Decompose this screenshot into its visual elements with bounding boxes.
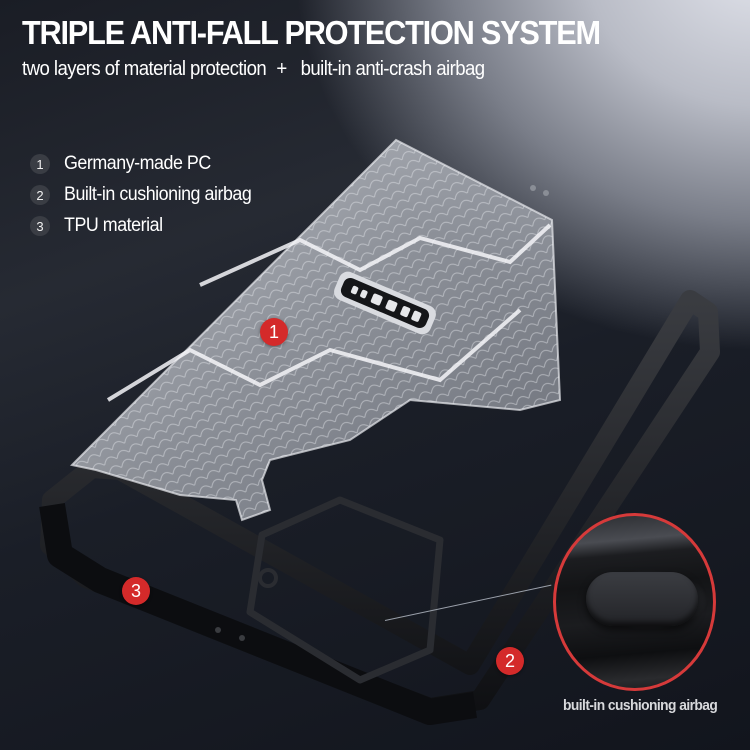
feature-item: 2 Built-in cushioning airbag: [30, 180, 263, 210]
feature-number-badge: 2: [30, 185, 50, 205]
page-title: TRIPLE ANTI-FALL PROTECTION SYSTEM: [22, 14, 601, 51]
brand-logo-plate: [334, 271, 436, 335]
feature-number-badge: 3: [30, 216, 50, 236]
feature-item: 1 Germany-made PC: [30, 148, 263, 180]
feature-label: TPU material: [64, 215, 163, 236]
page-subtitle: two layers of material protection + buil…: [22, 58, 485, 81]
feature-label: Built-in cushioning airbag: [64, 184, 252, 205]
marker-airbag: 2: [496, 647, 524, 675]
pc-back-plate: [69, 138, 562, 522]
marker-pc-layer: 1: [260, 318, 288, 346]
subtitle-plus: +: [276, 58, 287, 80]
airbag-detail-magnifier: [553, 513, 716, 691]
subtitle-right: built-in anti-crash airbag: [300, 58, 486, 80]
airbag-caption: built-in cushioning airbag: [563, 697, 718, 714]
feature-list: 1 Germany-made PC 2 Built-in cushioning …: [30, 148, 263, 242]
feature-item: 3 TPU material: [30, 210, 263, 242]
subtitle-left: two layers of material protection: [22, 58, 267, 80]
feature-number-badge: 1: [30, 154, 50, 174]
airbag-bump: [586, 572, 698, 626]
marker-tpu-frame: 3: [122, 577, 150, 605]
feature-label: Germany-made PC: [64, 153, 211, 174]
